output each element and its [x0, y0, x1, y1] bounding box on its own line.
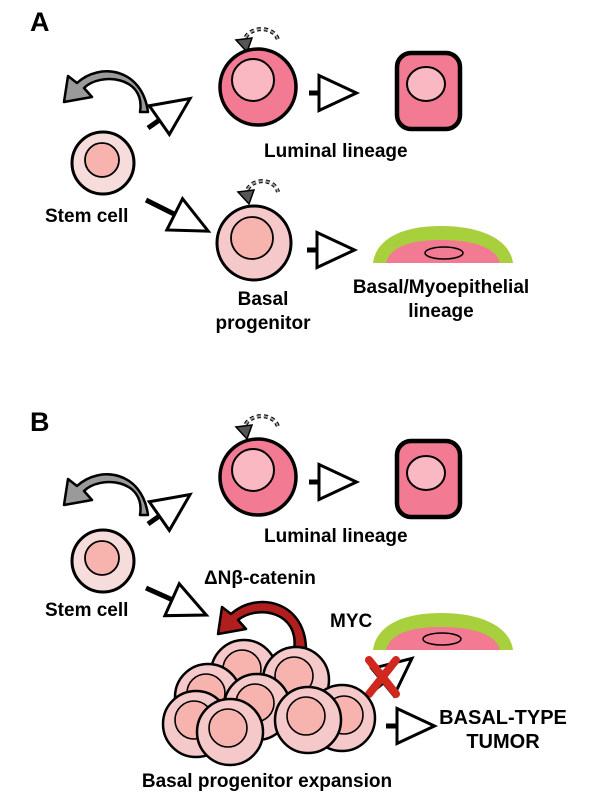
- panel-b: B Stem cell Luminal lineage ΔNβ-catenin: [30, 407, 567, 792]
- basal-label-line1: Basal: [238, 289, 289, 310]
- luminal-mature-cell: [394, 438, 463, 520]
- tumor-label-line1: BASAL-TYPE: [439, 707, 567, 729]
- luminal-mature-cell: [394, 50, 463, 132]
- dashed-renewal-arrow: [234, 27, 280, 54]
- tumor-label-line2: TUMOR: [466, 731, 540, 753]
- myoepithelial-cell: [373, 226, 513, 263]
- panel-b-letter: B: [30, 407, 50, 437]
- self-renewal-arrow: [62, 473, 150, 517]
- block-x-icon: [365, 656, 400, 698]
- luminal-lineage-label: Luminal lineage: [264, 141, 408, 162]
- luminal-progenitor-cell: [218, 437, 298, 517]
- dashed-renewal-arrow: [236, 179, 280, 206]
- luminal-lineage-label: Luminal lineage: [264, 526, 408, 547]
- dashed-renewal-arrow: [234, 414, 280, 441]
- myo-label-line2: lineage: [408, 301, 473, 322]
- arrow-to-basal: [144, 195, 212, 233]
- stem-cell-label: Stem cell: [45, 206, 128, 227]
- arrow-to-luminal: [146, 96, 193, 138]
- arrow-to-basal: [144, 580, 210, 618]
- stem-cell: [70, 130, 136, 196]
- stem-cell-label: Stem cell: [45, 600, 128, 621]
- basal-label-line2: progenitor: [216, 313, 312, 334]
- expansion-label: Basal progenitor expansion: [142, 771, 392, 792]
- catenin-label: ΔNβ-catenin: [204, 568, 316, 589]
- self-renewal-arrow: [62, 70, 150, 114]
- myc-label: MYC: [330, 611, 373, 632]
- basal-progenitor-cluster: [161, 638, 377, 767]
- panel-a-letter: A: [30, 7, 50, 37]
- panel-a: A Stem cell Luminal lineage: [30, 7, 529, 334]
- arrow-to-luminal: [146, 492, 193, 534]
- stem-cell: [70, 528, 136, 594]
- myc-renewal-arrow: [216, 600, 308, 652]
- myo-label-line1: Basal/Myoepithelial: [353, 277, 529, 298]
- myoepithelial-cell: [373, 613, 513, 650]
- basal-progenitor-cell: [215, 204, 293, 282]
- luminal-progenitor-cell: [218, 47, 298, 127]
